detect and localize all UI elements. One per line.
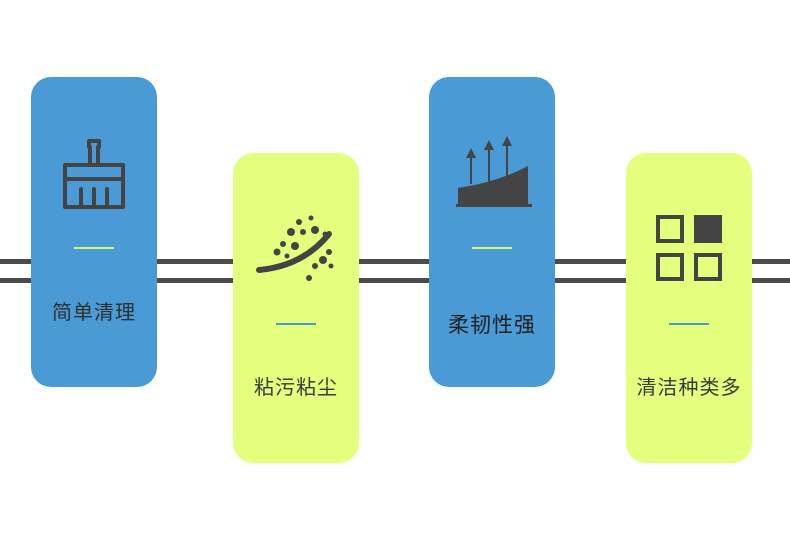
rail-line-bottom [0,278,790,283]
card-label: 简单清理 [52,300,136,324]
card-label: 清洁种类多 [636,375,742,399]
feature-card-simple-clean: 简单清理 [31,77,157,387]
card-divider [276,323,316,325]
dust-particles-icon [233,203,359,289]
card-label: 柔韧性强 [448,313,536,337]
feature-card-dust-adhesion: 粘污粘尘 [233,153,359,463]
card-divider [74,247,114,249]
card-label: 粘污粘尘 [254,375,338,399]
flexible-surface-arrows-icon [429,129,555,215]
feature-card-flexibility: 柔韧性强 [429,77,555,387]
feature-card-clean-variety: 清洁种类多 [626,153,752,463]
grid-squares-icon [626,205,752,291]
card-divider [669,323,709,325]
rail-line-top [0,259,790,264]
brush-icon [31,132,157,218]
card-divider [472,247,512,249]
